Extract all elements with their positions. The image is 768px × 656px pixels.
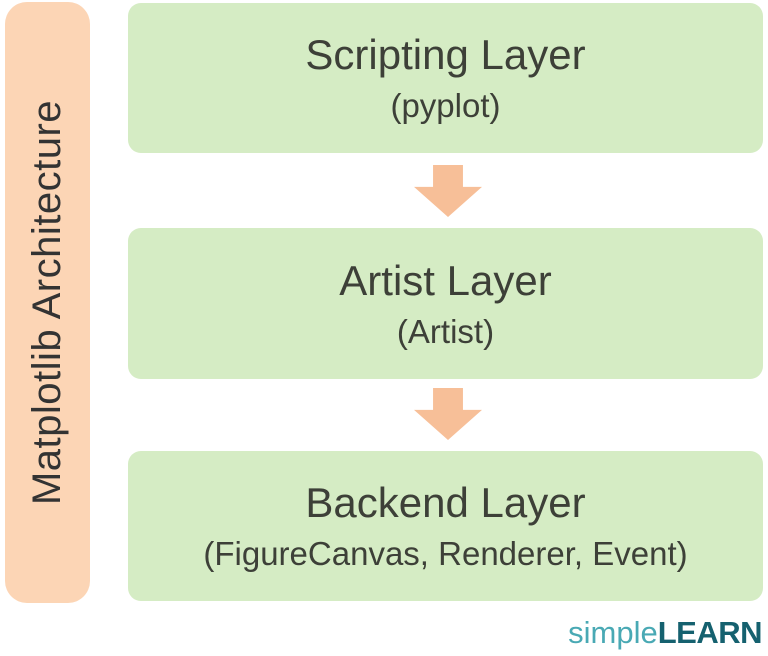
layer-title-backend: Backend Layer [305, 479, 586, 526]
logo-text-simple: simple [568, 615, 658, 650]
layer-title-artist: Artist Layer [339, 256, 552, 304]
layer-box-artist: Artist Layer (Artist) [128, 228, 763, 379]
diagram-title: Matplotlib Architecture [25, 99, 70, 506]
down-arrow-icon [414, 388, 482, 440]
layer-subtitle-artist: (Artist) [396, 312, 495, 350]
simplilearn-logo: simpleLEARN [568, 617, 762, 648]
logo-text-learn: LEARN [657, 615, 763, 650]
layer-box-backend: Backend Layer (FigureCanvas, Renderer, E… [128, 451, 763, 601]
down-arrow-icon [414, 165, 482, 217]
layer-box-scripting: Scripting Layer (pyplot) [128, 3, 763, 153]
layer-subtitle-backend: (FigureCanvas, Renderer, Event) [203, 535, 688, 572]
layer-title-scripting: Scripting Layer [305, 31, 586, 78]
sidebar-title-bar: Matplotlib Architecture [5, 2, 90, 603]
layer-subtitle-scripting: (pyplot) [390, 87, 501, 124]
